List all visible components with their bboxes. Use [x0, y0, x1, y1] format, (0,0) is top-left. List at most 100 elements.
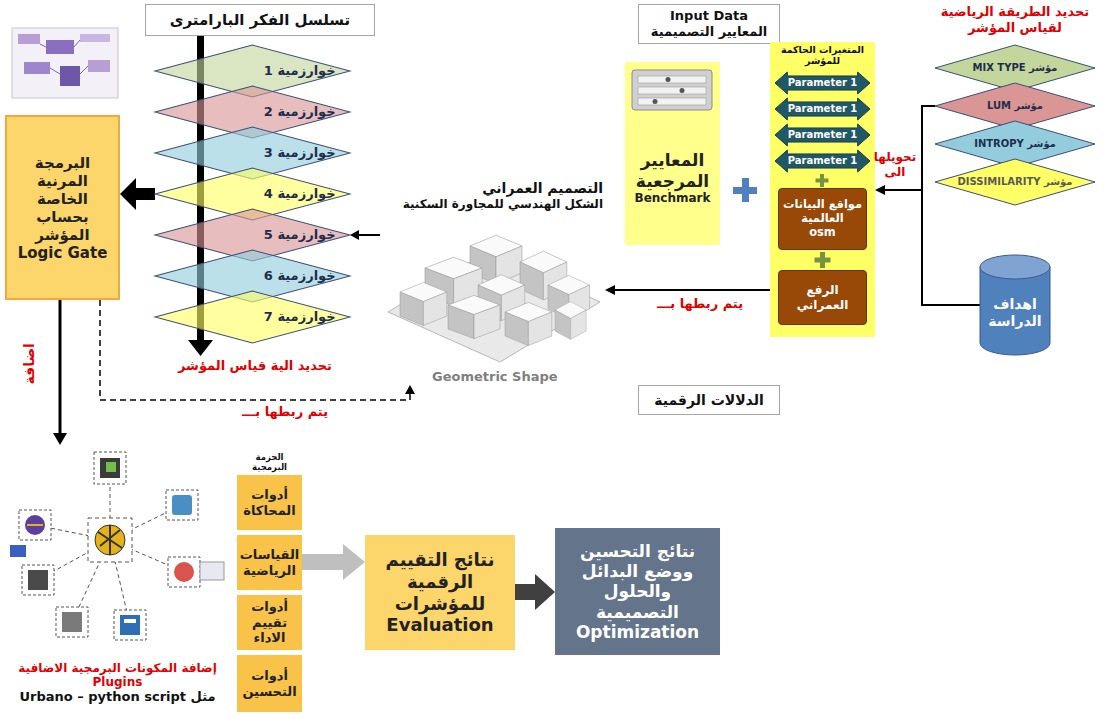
- software-screenshot: [88, 60, 110, 72]
- goal-cylinder: اهداف الدراسة: [980, 255, 1050, 355]
- text-area: Parameter 1: [775, 98, 870, 120]
- software-screenshot: [40, 40, 88, 74]
- connector-line: [59, 300, 62, 434]
- text-area: الرفع العمراني: [779, 271, 866, 324]
- parameter-arrow: Parameter 1: [775, 150, 870, 172]
- plugin-network: [106, 462, 116, 472]
- layer-diamond-outline: [155, 291, 350, 343]
- node-title: الحزمة البرمجية: [237, 452, 302, 473]
- plus-sign: [816, 174, 829, 187]
- node-title: أدوات المحاكاة: [239, 487, 300, 518]
- slider-icon: [638, 98, 706, 105]
- benchmark-panel: المعايير المرجعيةBenchmark: [625, 62, 720, 245]
- data-source-box: مواقع البيانات العالميةosm: [778, 188, 867, 250]
- node-title: خوارزمية 4: [264, 186, 336, 202]
- software-screenshot: [46, 40, 74, 54]
- parametric-flow-arrow: [188, 340, 213, 356]
- edge-label: تحويلها الى: [872, 150, 918, 180]
- node-title: خوارزمية 6: [264, 268, 336, 284]
- plus-sign: [816, 179, 829, 183]
- layer-diamond-outline: [935, 159, 1095, 205]
- slider-icon: [680, 88, 685, 93]
- slider-icon: [653, 99, 658, 104]
- software-screenshot: [12, 28, 118, 98]
- text-area: القياسات الرياضية: [237, 535, 302, 590]
- node-title: خوارزمية 1: [264, 63, 336, 79]
- plugin-network: [27, 524, 43, 526]
- plugin-network: [10, 452, 224, 640]
- connector: [350, 230, 380, 240]
- plugin-network: [172, 495, 192, 515]
- node-subtitle: مثل Urbano – python script: [19, 689, 215, 705]
- note-label: تحديد الطريقة الرياضية لقياس المؤشر: [932, 4, 1098, 37]
- node-subtitle: الشكل الهندسي للمجاورة السكنية: [403, 197, 603, 211]
- plugin-network: [98, 525, 122, 555]
- node-title: المتغيرات الحاكمة للمؤشر: [772, 44, 873, 67]
- plugin-network: [94, 452, 126, 484]
- text-area: اهداف الدراسة: [980, 255, 1050, 355]
- plugin-network: [166, 490, 198, 520]
- arrow-head: [405, 385, 415, 394]
- node-subtitle: Evaluation: [386, 614, 493, 636]
- plugin-network: [88, 518, 132, 562]
- node-title: Parameter 1: [788, 155, 858, 167]
- text-area: مواقع البيانات العالميةosm: [779, 189, 866, 249]
- parameter-arrow-outline: [775, 124, 870, 146]
- goal-cylinder-top: [980, 255, 1050, 279]
- text-area: مؤشر DISSIMILARITY: [935, 159, 1095, 205]
- arrow-head: [120, 178, 136, 210]
- node-title: مواقع البيانات العالمية: [782, 198, 863, 225]
- plus-sign: [733, 187, 757, 194]
- plugin-network: [25, 515, 45, 535]
- parameter-arrow-outline: [775, 72, 870, 94]
- node-subtitle: Logic Gate: [18, 244, 108, 262]
- connector-line: [359, 234, 381, 236]
- node-title: نتائج التقييم الرقمية للمؤشرات: [370, 549, 510, 614]
- plugin-network: [174, 562, 194, 582]
- node-subtitle: Benchmark: [635, 191, 711, 205]
- parameter-arrow: Parameter 1: [775, 98, 870, 120]
- node-title: Input Data: [670, 8, 748, 24]
- tool-box: أدوات التحسين: [237, 655, 302, 712]
- connector-line: [302, 554, 344, 570]
- text-area: الحزمة البرمجية: [237, 452, 302, 472]
- plugin-network: [120, 615, 140, 635]
- text-area: نتائج التقييم الرقمية للمؤشراتEvaluation: [365, 535, 515, 650]
- text-area: البرمجة المرنية الخاصة بحساب المؤشرLogic…: [7, 117, 118, 298]
- arrow-head: [343, 544, 365, 580]
- connector: [875, 185, 980, 305]
- node-title: Parameter 1: [788, 77, 858, 89]
- plugin-network: [62, 612, 82, 632]
- edge-label: يتم ربطها بـــ: [635, 296, 765, 312]
- software-screenshot: [18, 34, 40, 44]
- plugin-network: [100, 458, 120, 478]
- node-title: مؤشر DISSIMILARITY: [958, 176, 1073, 188]
- urban-model-illustration: [448, 295, 500, 338]
- digital-indicators-box: الدلالات الرقمية: [638, 385, 780, 415]
- layer-diamond: مؤشر DISSIMILARITY: [935, 159, 1095, 205]
- plugin-network: [95, 525, 125, 555]
- urban-model-illustration: [388, 235, 600, 362]
- text-area: نتائج التحسين ووضع البدائل والحلول التصم…: [555, 528, 720, 655]
- software-screenshot: [24, 62, 50, 74]
- software-screenshot: [80, 34, 110, 42]
- node-title: الدلالات الرقمية: [654, 392, 763, 409]
- variables-panel: المتغيرات الحاكمة للمؤشر Parameter 1 Param…: [770, 42, 875, 337]
- plugin-network: [200, 562, 224, 580]
- data-source-box: الرفع العمراني: [778, 270, 867, 325]
- plus-sign: [815, 252, 831, 268]
- plugin-network: [35, 468, 184, 625]
- layer-diamond: خوارزمية 7: [155, 291, 350, 343]
- node-title: الرفع العمراني: [782, 283, 863, 312]
- arrow-head: [605, 285, 615, 295]
- node-title: Parameter 1: [788, 129, 858, 141]
- text-area: Input Dataالمعايير التصميمية: [639, 5, 779, 43]
- plugin-network: [28, 570, 48, 590]
- node-subtitle: المعايير التصميمية: [651, 24, 767, 40]
- plugin-network: [56, 607, 88, 637]
- note-label: تحديد الية قياس المؤشر: [155, 358, 355, 374]
- input-header: Input Dataالمعايير التصميمية: [638, 4, 780, 44]
- node-title: اهداف الدراسة: [983, 296, 1047, 330]
- parameter-arrow: Parameter 1: [775, 72, 870, 94]
